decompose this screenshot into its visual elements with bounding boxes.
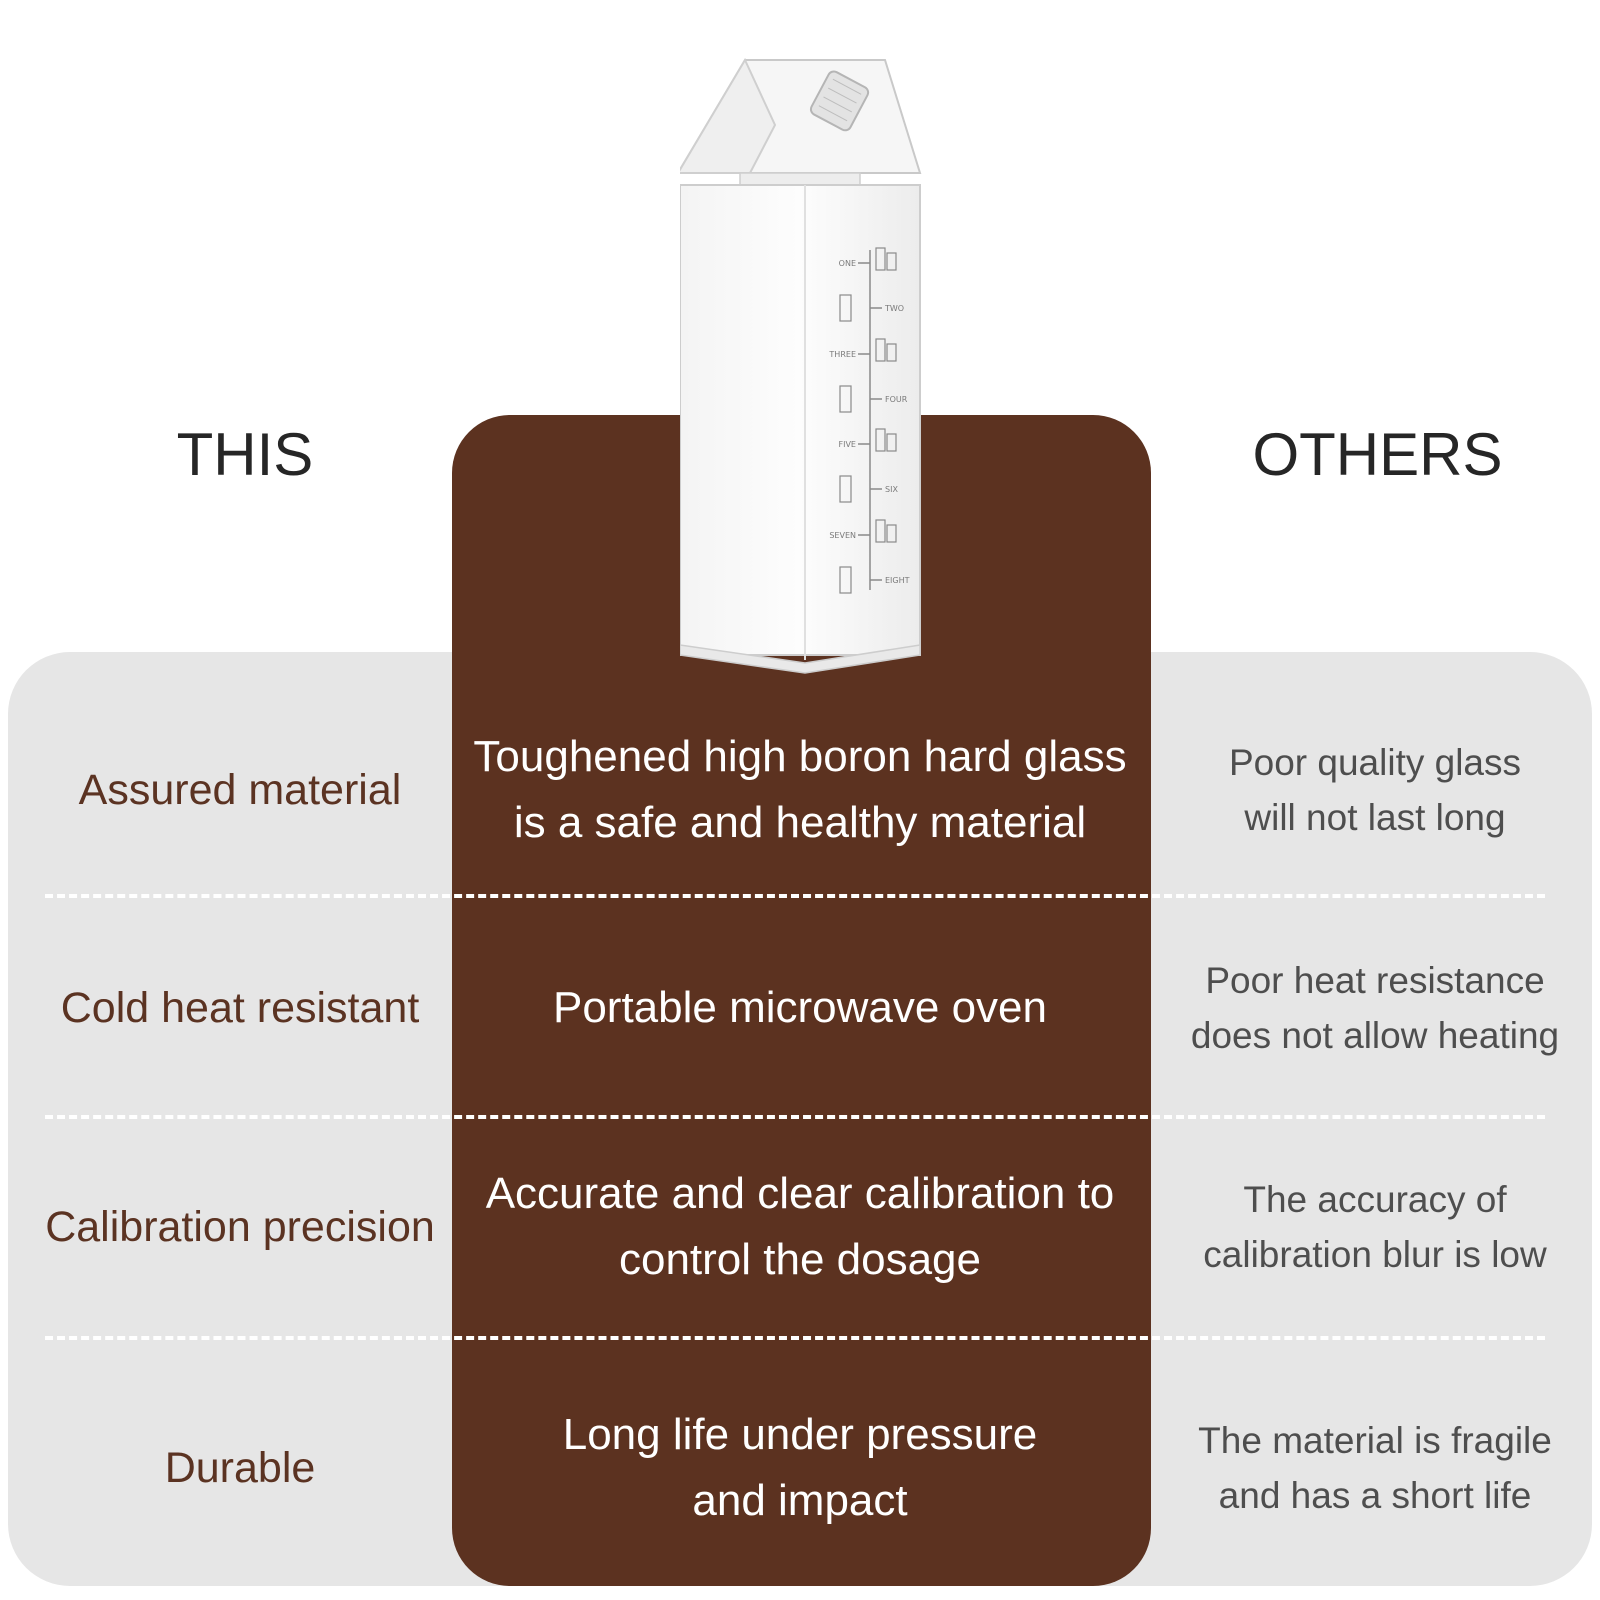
feature-label: Cold heat resistant [60, 983, 420, 1032]
feature-label: Durable [164, 1443, 316, 1492]
scale-mark-seven: SEVEN [829, 531, 856, 540]
product-bottle-image: ONE TWO THREE FOUR FIVE SIX SEVEN EIGHT [676, 55, 930, 680]
scale-mark-five: FIVE [839, 440, 857, 449]
scale-mark-six: SIX [885, 485, 898, 494]
this-description: Long life under pressure and impact [562, 1410, 1038, 1525]
others-description: Poor heat resistance does not allow heat… [1190, 960, 1560, 1056]
this-description: Portable microwave oven [552, 983, 1047, 1032]
this-description: Toughened high boron hard glass is a saf… [473, 732, 1127, 847]
others-description: The material is fragile and has a short … [1198, 1420, 1552, 1516]
scale-mark-eight: EIGHT [885, 576, 910, 585]
this-description: Accurate and clear calibration to contro… [485, 1169, 1115, 1284]
row-divider [45, 1115, 1545, 1119]
others-description: Poor quality glass will not last long [1228, 742, 1522, 838]
feature-label: Calibration precision [45, 1202, 435, 1251]
header-this: THIS [176, 421, 314, 488]
others-description: The accuracy of calibration blur is low [1203, 1179, 1547, 1275]
comparison-row-calibration: Calibration precision Accurate and clear… [0, 1147, 1600, 1307]
scale-mark-two: TWO [884, 304, 904, 313]
header-others: OTHERS [1252, 421, 1503, 488]
row-divider [45, 1336, 1545, 1340]
comparison-row-material: Assured material Toughened high boron ha… [0, 710, 1600, 870]
scale-mark-three: THREE [828, 350, 856, 359]
scale-mark-four: FOUR [885, 395, 908, 404]
comparison-row-heat: Cold heat resistant Portable microwave o… [0, 928, 1600, 1088]
row-divider [45, 894, 1545, 898]
scale-mark-one: ONE [839, 259, 856, 268]
feature-label: Assured material [78, 765, 402, 814]
comparison-row-durable: Durable Long life under pressure and imp… [0, 1388, 1600, 1548]
